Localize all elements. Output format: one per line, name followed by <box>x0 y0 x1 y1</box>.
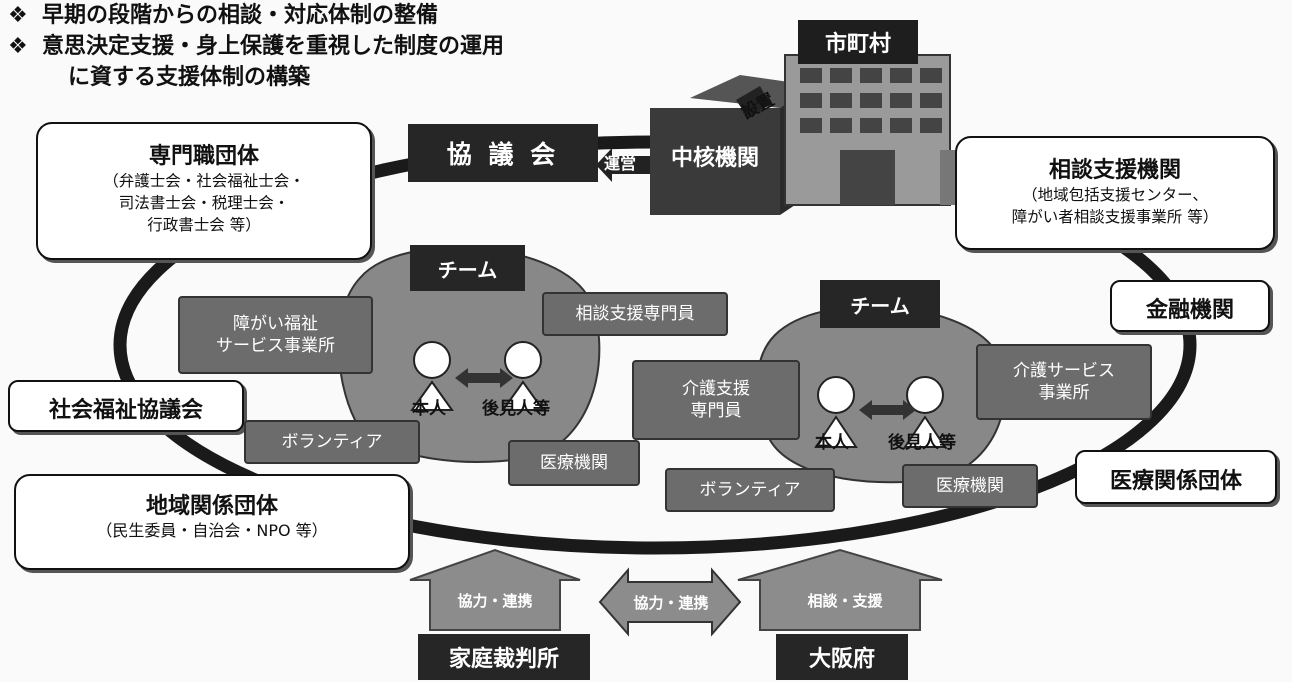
care-manager-box: 介護支援 専門員 <box>632 360 800 440</box>
financial-institutions-box: 金融機関 <box>1110 280 1270 332</box>
social-welfare-council-box: 社会福祉協議会 <box>8 380 244 432</box>
relation-arrow-left <box>455 368 513 388</box>
family-court-box: 家庭裁判所 <box>418 634 590 680</box>
community-groups-box: 地域関係団体 （民生委員・自治会・NPO 等） <box>14 474 410 570</box>
osaka-prefecture-box: 大阪府 <box>776 634 908 680</box>
care-services-box: 介護サービス 事業所 <box>976 344 1152 420</box>
operation-arrow <box>596 148 650 182</box>
setup-arrow <box>736 86 770 118</box>
relation-arrow-right <box>859 400 916 420</box>
up-arrow-left <box>409 548 581 631</box>
professional-groups-title: 専門職団体 <box>148 144 259 169</box>
goal-item: ❖ 意思決定支援・身上保護を重視した制度の運用 <box>8 31 504 62</box>
person-icon <box>410 341 454 411</box>
professional-groups-box: 専門職団体 （弁護士会・社会福祉士会・ 司法書士会・税理士会・ 行政書士会 等） <box>36 122 372 260</box>
operation-label: 運営 <box>604 154 637 173</box>
core-agency-label: 中核機関 <box>670 146 759 171</box>
goal-item-continuation: に資する支援体制の構築 <box>68 65 311 90</box>
volunteer-box: ボランティア <box>244 420 420 464</box>
municipality-label: 市町村 <box>798 20 918 64</box>
consultation-specialist-box: 相談支援専門員 <box>542 292 728 336</box>
diamond-bullet-icon: ❖ <box>8 34 28 59</box>
goal-item: ❖ 早期の段階からの相談・対応体制の整備 <box>8 0 504 31</box>
consultation-agencies-box: 相談支援機関 （地域包括支援センター、 障がい者相談支援事業所 等） <box>955 136 1275 250</box>
community-groups-title: 地域関係団体 <box>145 494 278 519</box>
team-right-label: チーム <box>820 280 940 328</box>
guardian-icon <box>903 376 947 448</box>
person-label: 本人 <box>412 399 446 419</box>
medical-box: 医療機関 <box>902 464 1038 508</box>
person-icon <box>814 376 858 448</box>
medical-groups-box: 医療関係団体 <box>1075 450 1277 504</box>
guardian-icon <box>501 341 545 411</box>
diamond-bullet-icon: ❖ <box>8 3 28 28</box>
consultation-support-label: 相談・支援 <box>807 592 883 610</box>
guardian-label: 後見人等 <box>482 399 550 419</box>
up-arrow-right <box>737 548 943 631</box>
medical-box: 医療機関 <box>508 440 640 486</box>
volunteer-box: ボランティア <box>665 468 835 512</box>
cooperation-label-left: 協力・連携 <box>457 592 533 610</box>
goals-list: ❖ 早期の段階からの相談・対応体制の整備 ❖ 意思決定支援・身上保護を重視した制… <box>8 0 504 93</box>
disability-services-box: 障がい福祉 サービス事業所 <box>178 296 373 374</box>
double-arrow-middle <box>598 567 742 637</box>
cooperation-label-middle: 協力・連携 <box>633 594 709 612</box>
person-label: 本人 <box>815 433 849 453</box>
guardian-label: 後見人等 <box>888 433 956 453</box>
consultation-agencies-title: 相談支援機関 <box>1048 158 1181 183</box>
team-left-label: チーム <box>410 245 525 291</box>
council-box: 協 議 会 <box>408 124 598 182</box>
